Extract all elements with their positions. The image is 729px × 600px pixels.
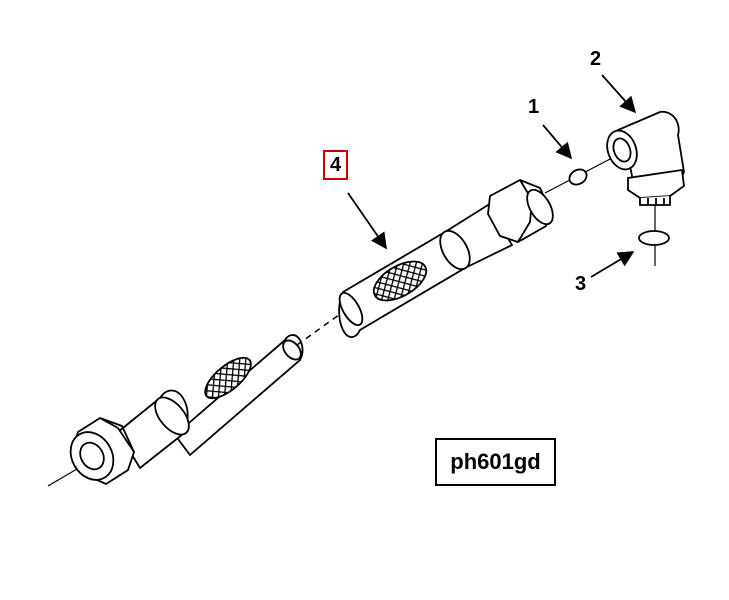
drawing-id-label: ph601gd bbox=[435, 438, 556, 486]
hose-mesh-upper bbox=[372, 260, 428, 302]
leader-arrow-1 bbox=[542, 124, 573, 160]
break-line bbox=[296, 311, 344, 346]
hose-mesh-lower bbox=[204, 356, 252, 400]
callout-item-2[interactable]: 2 bbox=[590, 48, 602, 70]
leader-arrow-2 bbox=[601, 74, 637, 114]
callout-item-3[interactable]: 3 bbox=[575, 273, 587, 295]
callout-item-4-selected[interactable]: 4 bbox=[323, 150, 349, 180]
o-ring-item-1 bbox=[568, 168, 588, 186]
callout-item-1[interactable]: 1 bbox=[528, 96, 540, 118]
leader-arrow-3 bbox=[590, 251, 635, 278]
elbow-fitting-item-2 bbox=[606, 110, 685, 206]
leader-arrow-4 bbox=[347, 192, 387, 250]
hose-upper-section bbox=[338, 179, 554, 339]
o-ring-item-3 bbox=[638, 230, 670, 246]
hose-lower-section bbox=[69, 334, 304, 486]
